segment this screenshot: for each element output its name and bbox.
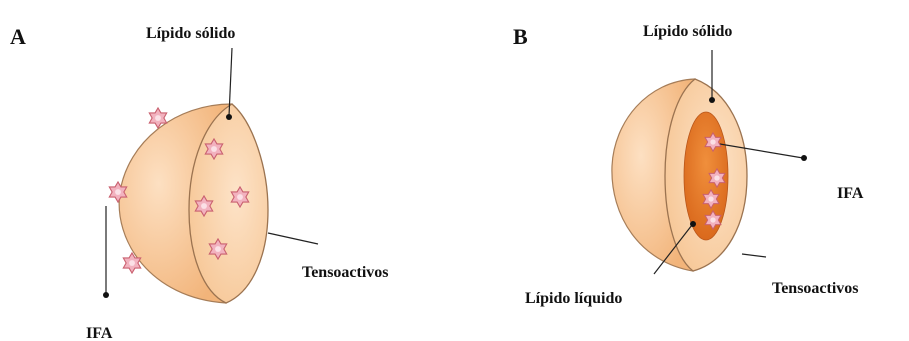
panel-b-liquid-lipid-dot — [690, 221, 696, 227]
panel-a-letter: A — [10, 24, 26, 49]
panel-b-letter: B — [513, 24, 528, 49]
panel-b-solid-lipid-dot — [709, 97, 715, 103]
panel-a-solid-lipid-label: Lípido sólido — [146, 25, 235, 42]
panel-b-api-dot — [801, 155, 807, 161]
panel-b: B Lípido sólido IFA Lípido líquido Tenso… — [513, 23, 864, 307]
panel-b-surfactant-label: Tensoactivos — [772, 280, 859, 297]
panel-a-surfactant-leader — [268, 233, 318, 244]
panel-b-solid-lipid-label: Lípido sólido — [643, 23, 732, 40]
panel-b-surfactant-leader — [742, 254, 766, 257]
panel-b-liquid-lipid-label: Lípido líquido — [525, 290, 622, 307]
panel-b-api-label: IFA — [837, 185, 864, 202]
panel-a-api-label: IFA — [86, 325, 113, 341]
panel-a-solid-lipid-dot — [226, 114, 232, 120]
panel-a: A Lípido sólido Tensoactivos IFA — [10, 24, 389, 341]
panel-a-api-dot — [103, 292, 109, 298]
panel-a-surfactant-label: Tensoactivos — [302, 264, 389, 281]
